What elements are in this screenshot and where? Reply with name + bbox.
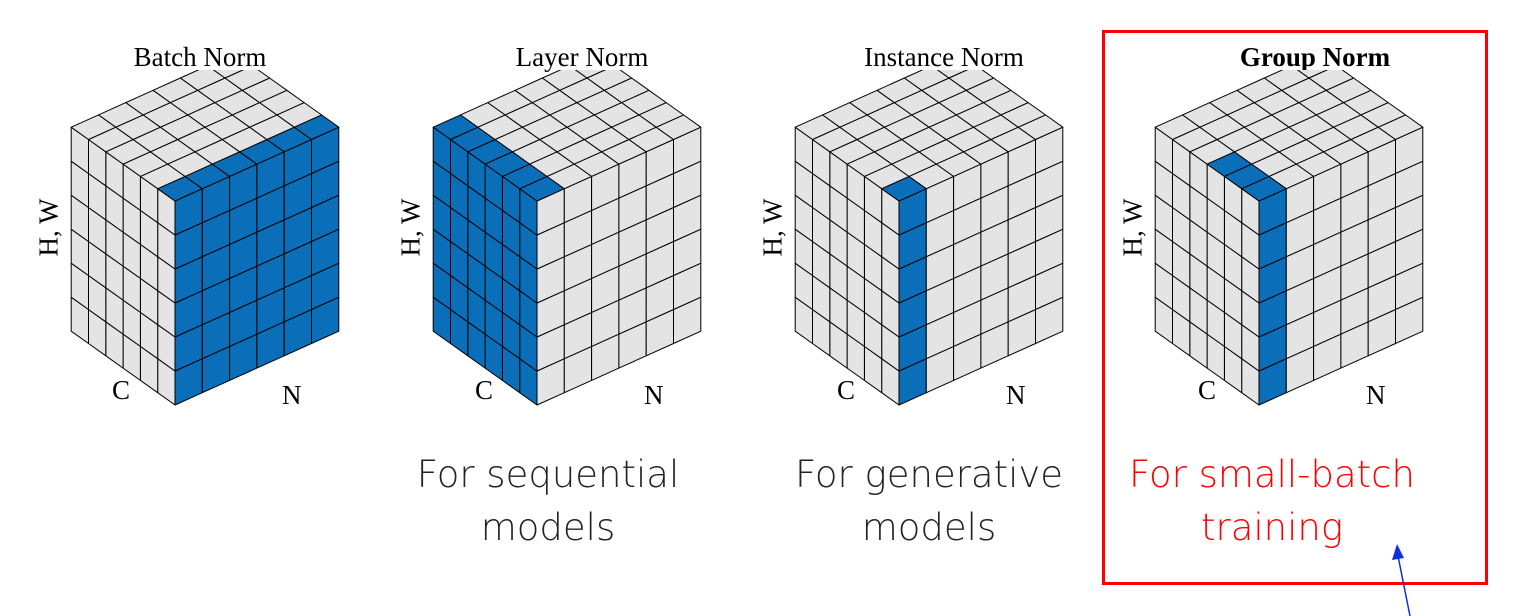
caption: For sequential models <box>388 448 708 554</box>
caption-line-1: For small-batch <box>1129 453 1415 496</box>
caption-line-2: models <box>861 506 997 549</box>
panel-title: Instance Norm <box>864 42 1024 72</box>
cube-instance-norm <box>794 70 1064 406</box>
axis-label-c: C <box>837 375 856 405</box>
cube-cell <box>903 70 950 91</box>
panel-group-norm: Group Norm H, W C N For small-batch trai… <box>1118 0 1454 616</box>
caption: For generative models <box>769 448 1089 554</box>
panel-batch-norm: Batch Norm H, W C N <box>34 0 370 616</box>
cube-layer-norm <box>432 70 702 406</box>
panel-instance-norm: Instance Norm H, W C N For generative mo… <box>758 0 1094 616</box>
panel-title: Group Norm <box>1239 42 1391 72</box>
panel-title: Layer Norm <box>515 42 649 72</box>
caption-line-2: training <box>1200 506 1344 549</box>
panel-layer-norm: Layer Norm H, W C N For sequential model… <box>396 0 732 616</box>
axis-label-n: N <box>1366 380 1386 410</box>
cube-cell <box>586 70 633 91</box>
cube-cell <box>179 70 226 91</box>
axis-label-c: C <box>112 375 131 405</box>
cube-batch-norm <box>70 70 340 406</box>
axis-label-n: N <box>1006 380 1026 410</box>
axis-label-c: C <box>475 375 494 405</box>
cube-cell <box>1296 70 1328 79</box>
cube-cell <box>574 70 606 79</box>
axis-label-n: N <box>282 380 302 410</box>
cube-cell <box>936 70 968 79</box>
axis-label-n: N <box>644 380 664 410</box>
cube-group-norm <box>1154 70 1424 406</box>
cube-cell <box>1308 70 1355 91</box>
group-norm-highlight-box <box>1102 30 1488 585</box>
caption: For small-batch training <box>1112 448 1432 554</box>
cube-cell <box>948 70 995 91</box>
cube-cell <box>1263 70 1310 91</box>
axis-label-c: C <box>1198 375 1217 405</box>
cube-cell <box>212 70 244 79</box>
cube-cell <box>224 70 271 91</box>
caption-line-2: models <box>480 506 616 549</box>
caption-line-1: For generative <box>794 453 1064 496</box>
cube-cell <box>541 70 588 91</box>
caption-line-1: For sequential <box>416 453 680 496</box>
panel-title: Batch Norm <box>133 42 267 72</box>
